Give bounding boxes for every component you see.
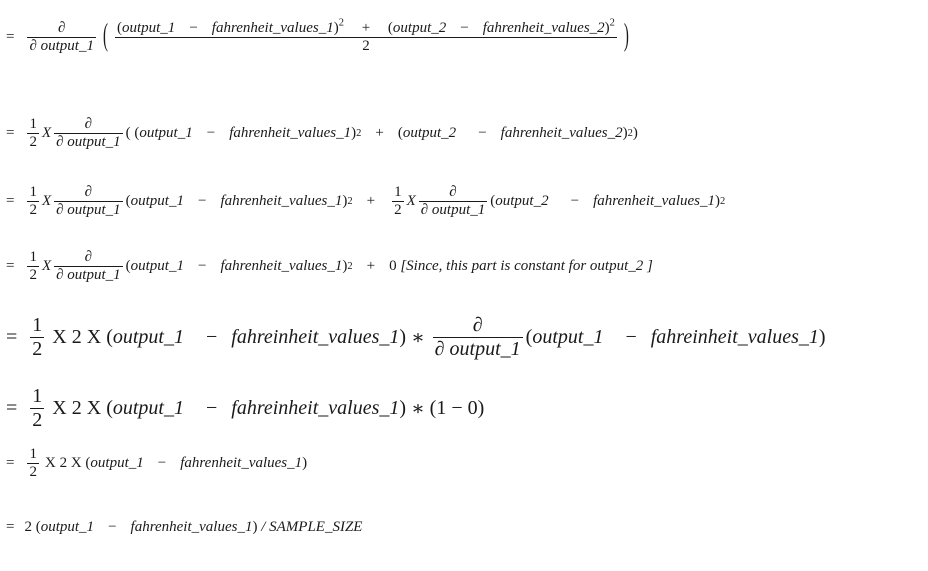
equals-sign: =: [6, 397, 18, 419]
right-big-paren: ): [623, 19, 629, 54]
partial-derivative-fraction: ∂ ∂ output_1: [27, 20, 96, 56]
term-fahrenheit-values-2: fahrenheit_values_2: [482, 20, 605, 36]
equation-line-5: = 1 2 X 2 X (output_1−fahreinheit_values…: [6, 314, 826, 360]
half-fraction: 1 2: [30, 385, 45, 431]
mse-denominator: 2: [362, 38, 370, 55]
left-big-paren: (: [102, 19, 108, 54]
mse-numerator: (output_1−fahrenheit_values_1)2 + (outpu…: [116, 17, 615, 36]
term-fahrenheit-values-1: fahrenheit_values_1: [211, 20, 334, 36]
equals-sign: =: [6, 193, 15, 210]
partial-derivative-fraction: ∂ ∂ output_1: [54, 249, 123, 284]
half-fraction: 1 2: [392, 184, 404, 219]
equation-line-7: = 1 2 X 2 X (output_1−fahrenheit_values_…: [6, 446, 308, 481]
mse-fraction: (output_1−fahrenheit_values_1)2 + (outpu…: [114, 17, 617, 56]
equals-sign: =: [6, 519, 15, 535]
equals-sign: =: [6, 455, 15, 472]
one-minus-zero: (1 − 0): [429, 397, 485, 419]
equals-sign: =: [6, 326, 18, 348]
equation-line-3: = 1 2 X ∂ ∂ output_1 (output_1−fahrenhei…: [6, 184, 726, 219]
since-note: [Since, this part is constant for output…: [400, 258, 653, 275]
partial-symbol: ∂: [58, 20, 66, 36]
equation-line-4: = 1 2 X ∂ ∂ output_1 (output_1−fahrenhei…: [6, 249, 653, 284]
half-fraction: 1 2: [27, 116, 39, 151]
partial-derivative-fraction: ∂ ∂ output_1: [432, 314, 523, 360]
half-fraction: 1 2: [30, 314, 45, 360]
fraction-bar: [27, 37, 96, 39]
divide-sample-size: / SAMPLE_SIZE: [261, 519, 363, 535]
equation-line-2: = 1 2 X ∂ ∂ output_1 ( (output_1−fahrenh…: [6, 116, 638, 151]
partial-denominator: ∂ output_1: [29, 38, 94, 55]
equals-sign: =: [6, 258, 15, 275]
times-x: X: [41, 125, 52, 142]
partial-derivative-fraction: ∂ ∂ output_1: [54, 116, 123, 151]
equals-sign: =: [6, 125, 15, 142]
term-output-1: output_1: [121, 20, 176, 36]
term-output-2: output_2: [392, 20, 447, 36]
fraction-bar: [114, 37, 617, 39]
equation-line-1: = ∂ ∂ output_1 ( (output_1−fahrenheit_va…: [6, 17, 633, 56]
partial-derivative-fraction: ∂ ∂ output_1: [54, 184, 123, 219]
partial-derivative-fraction: ∂ ∂ output_1: [418, 184, 488, 219]
half-fraction: 1 2: [27, 184, 39, 219]
equals-sign: =: [6, 29, 15, 46]
equation-line-8: = 2 (output_1−fahrenheit_values_1) / SAM…: [6, 519, 363, 535]
half-fraction: 1 2: [27, 249, 39, 284]
half-fraction: 1 2: [27, 446, 39, 481]
zero-term: 0: [389, 258, 397, 275]
equation-line-6: = 1 2 X 2 X (output_1−fahreinheit_values…: [6, 385, 485, 431]
